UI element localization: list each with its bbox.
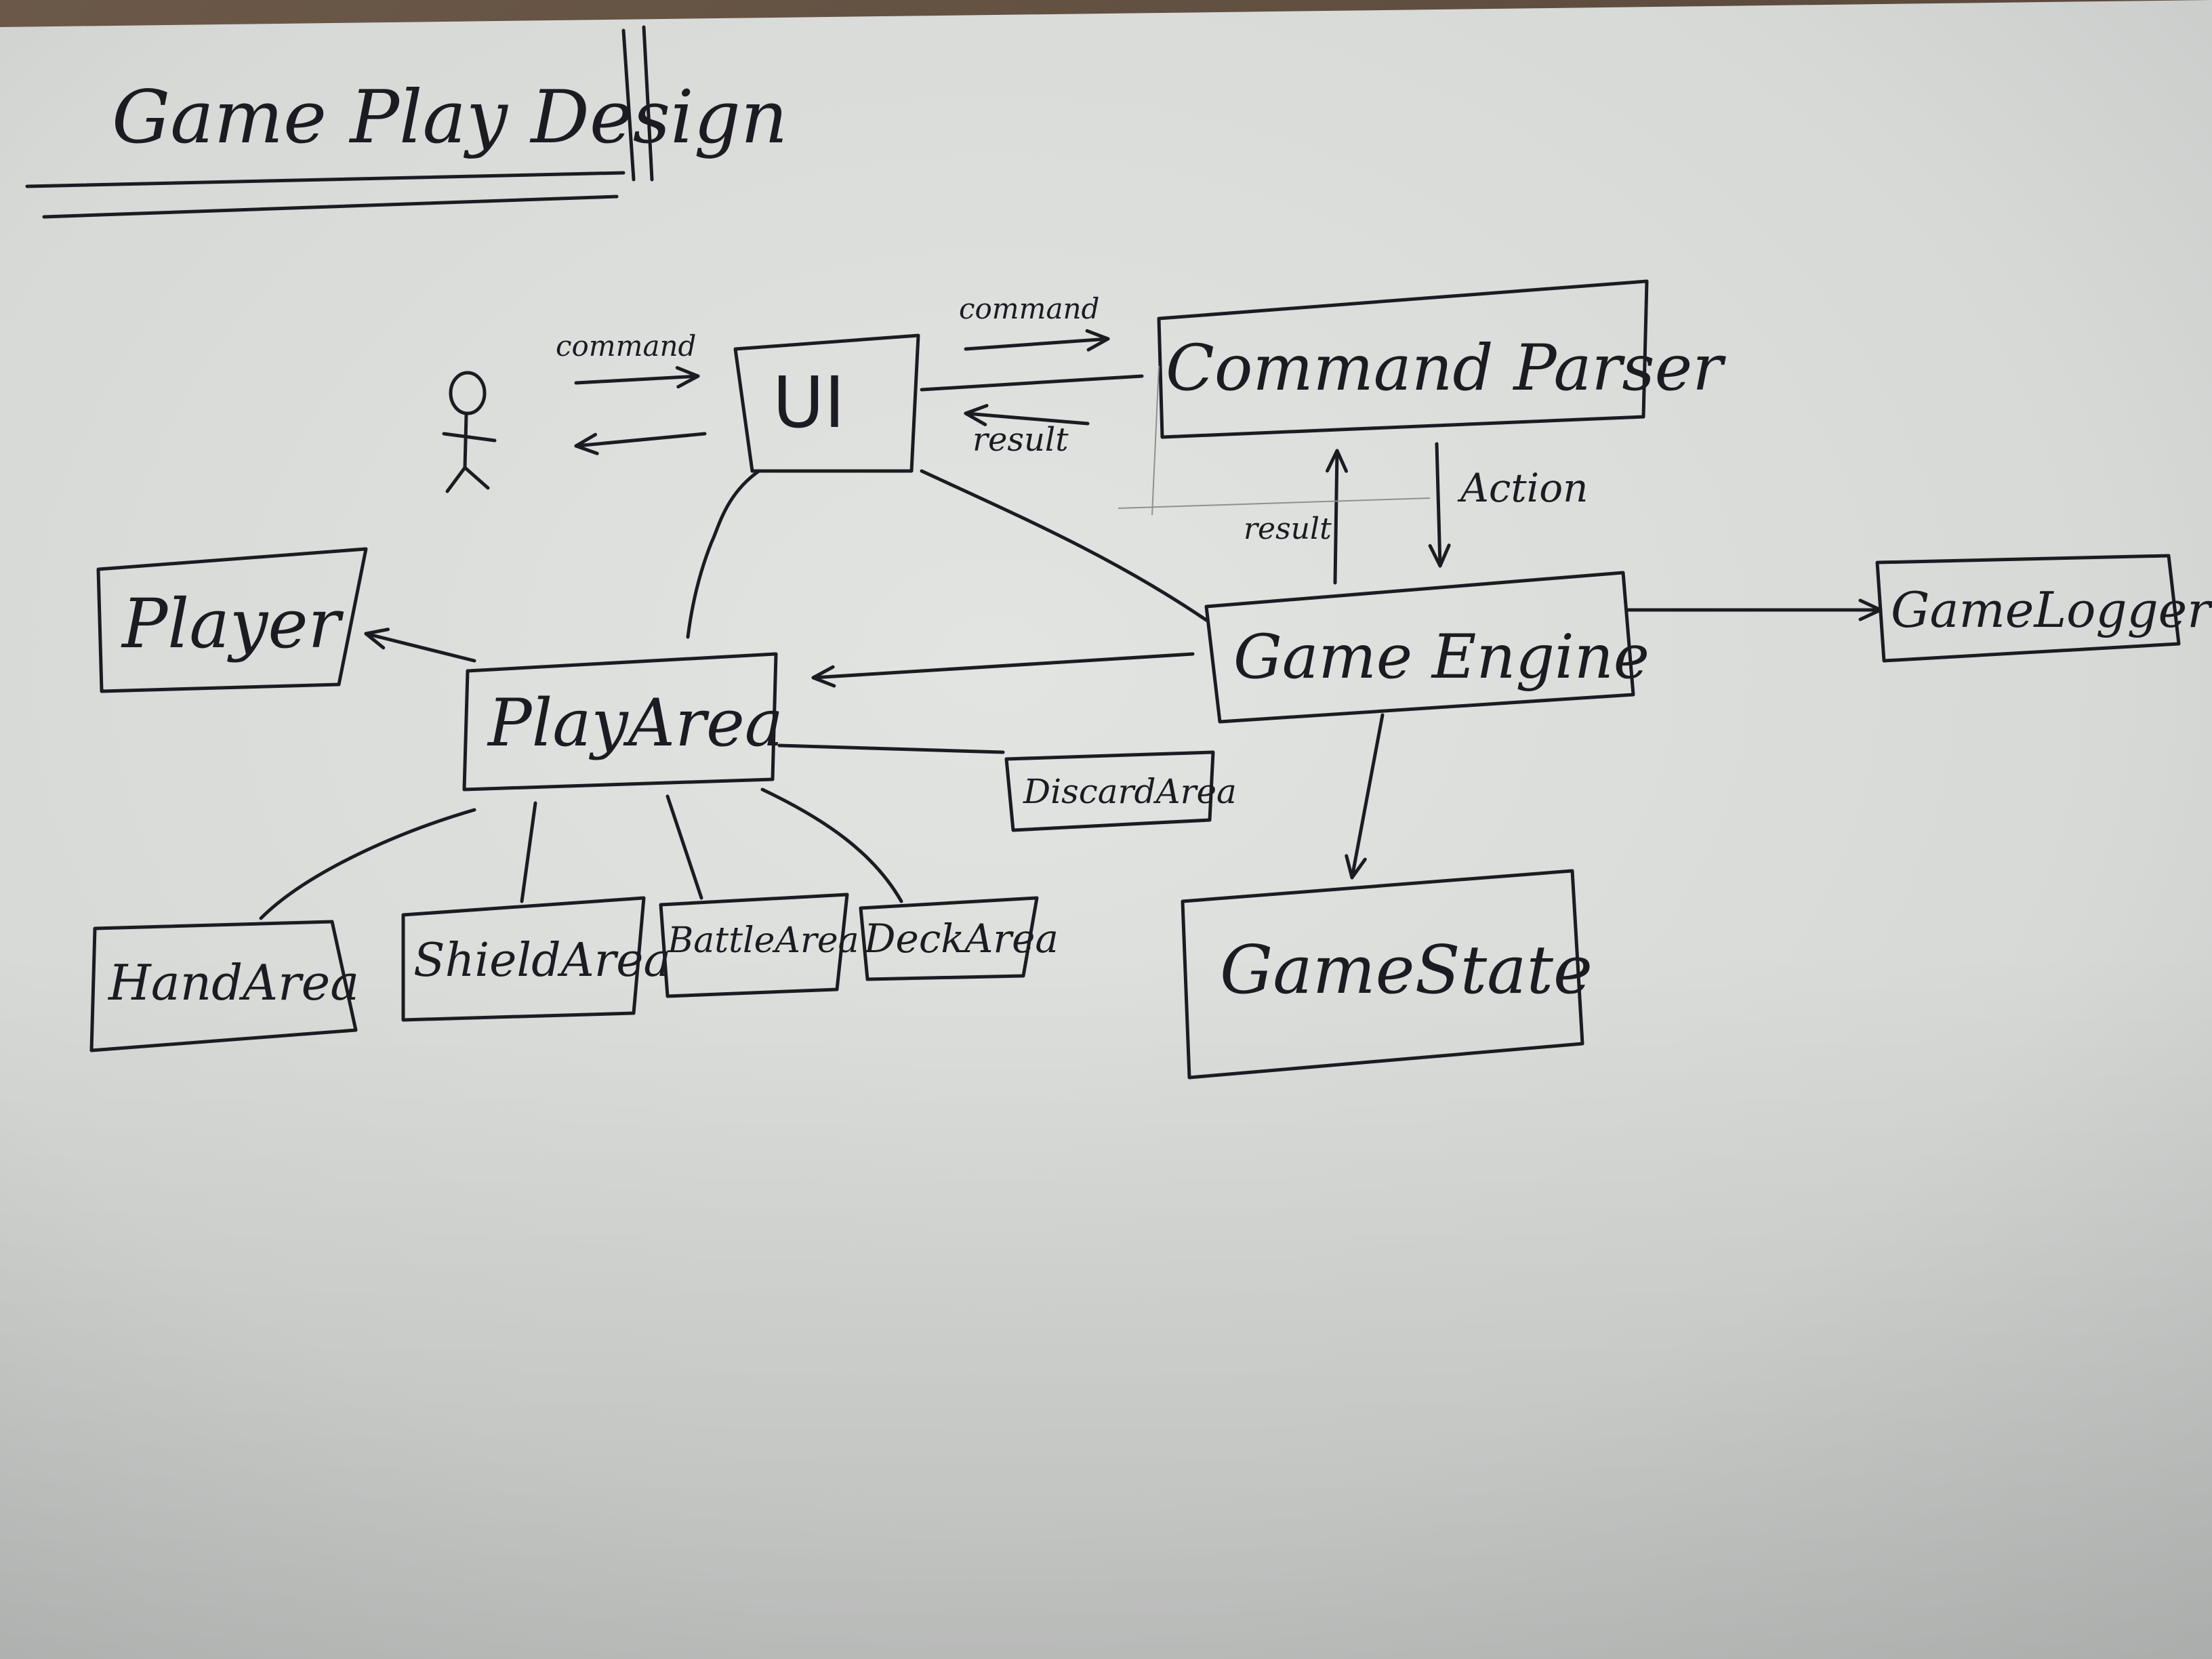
node-command-parser: Command Parser [1166,331,1726,405]
node-battle-area: BattleArea [667,920,859,961]
edge-parser-to-ui [964,404,1090,426]
label-engine-result: result [1244,512,1332,546]
node-discard-area: DiscardArea [1023,772,1237,811]
edge-playarea-to-battle [665,794,703,900]
shield-area-box [401,896,646,1022]
node-player: Player [121,584,344,663]
edge-ui-parser-line [920,374,1144,392]
pencil-guides [1118,365,1431,516]
edge-ui-to-actor [574,432,707,455]
edge-playarea-to-shield [520,801,537,903]
edge-engine-to-playarea [811,652,1195,688]
edge-engine-to-parser [1326,449,1349,585]
game-engine-box [1204,571,1635,724]
diagram-title: Game Play Design [112,75,787,160]
edge-parser-to-engine [1428,442,1451,568]
node-hand-area: HandArea [107,954,359,1011]
discard-area-box [1004,750,1215,832]
player-box [96,547,368,693]
node-game-logger: GameLogger [1891,581,2212,638]
label-action: Action [1457,465,1589,511]
edge-actor-to-ui [574,366,700,389]
node-deck-area: DeckArea [863,916,1059,962]
edge-ui-to-parser [964,329,1110,352]
edge-ui-to-playarea [686,469,761,639]
paper-shadow [0,949,2212,1659]
hand-area-box [89,920,358,1052]
stick-figure-icon [442,371,497,493]
node-shield-area: ShieldArea [413,934,671,987]
edge-playarea-to-deck [760,787,903,903]
play-area-box [462,652,778,792]
game-state-box [1181,869,1584,1080]
node-ui: UI [773,361,845,444]
deck-area-box [859,896,1039,981]
edge-playarea-to-discard [777,743,1005,754]
ui-box [733,333,920,473]
battle-area-box [659,893,849,998]
edge-ui-to-engine [920,469,1208,622]
title-box [25,25,654,219]
label-parser-result: result [972,421,1069,459]
game-logger-box [1875,554,2181,663]
label-actor-command: command [556,329,696,363]
node-play-area: PlayArea [487,685,783,761]
edge-playarea-to-player [364,628,476,663]
node-game-engine: Game Engine [1233,621,1650,693]
edge-playarea-to-hand [259,808,476,920]
edge-engine-to-gamestate [1345,713,1385,880]
label-ui-command: command [959,292,1099,325]
command-parser-box [1157,279,1649,439]
node-game-state: GameState [1220,932,1593,1009]
